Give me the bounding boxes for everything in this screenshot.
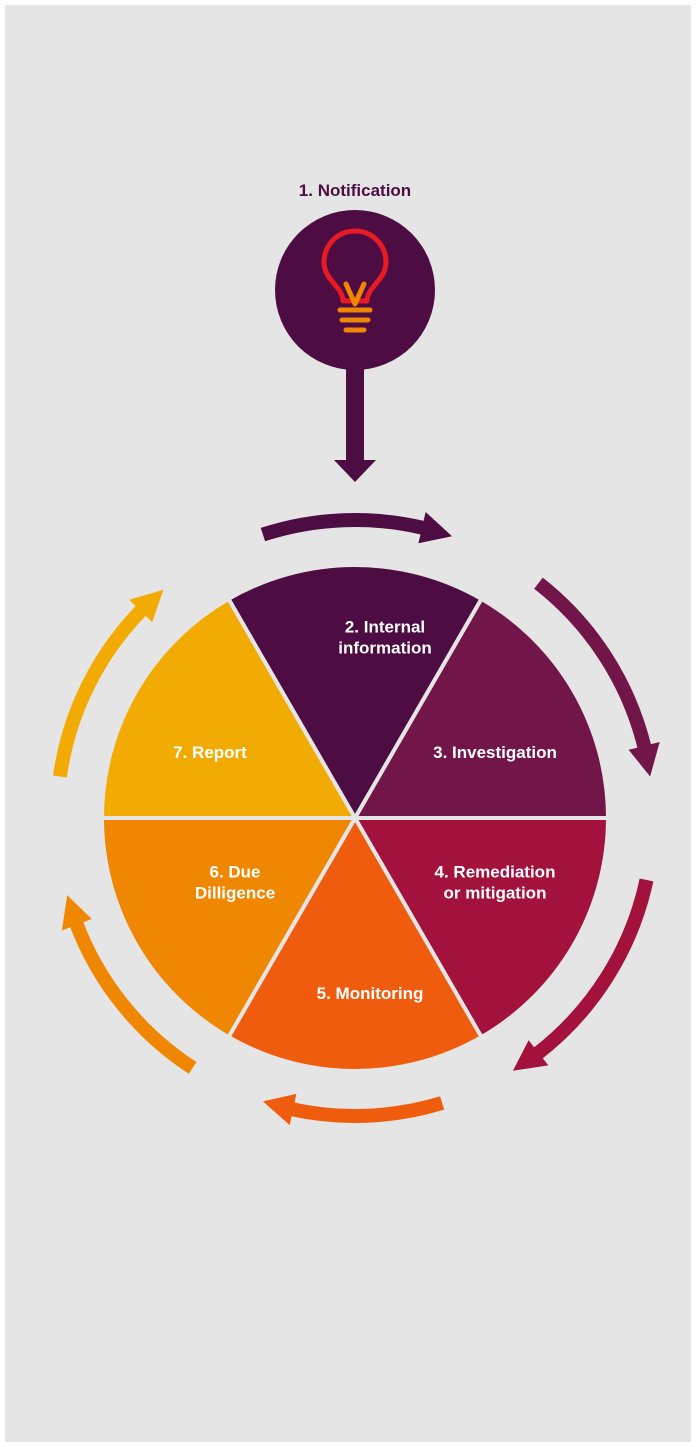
cycle-arrow-head: [129, 589, 164, 623]
cycle-arrow-head: [418, 512, 453, 544]
stage-label-2: 2. Internal information: [338, 618, 432, 658]
stage-label-5: 5. Monitoring: [317, 984, 424, 1003]
stage-label-line: 4. Remediation: [435, 863, 556, 882]
stage-label-line: 6. Due: [209, 863, 260, 882]
stage-slice-2: [226, 563, 484, 820]
cycle-arrow-shaft: [288, 1096, 445, 1123]
notification-circle: [275, 210, 435, 370]
stage-slice-4: [353, 816, 610, 1040]
cycle-arrows: [52, 512, 660, 1126]
cycle-arrow-shaft: [260, 513, 427, 542]
cycle-arrow-shaft: [534, 577, 652, 751]
stage-labels: 2. Internal information 3. Investigation 4.…: [173, 618, 557, 1004]
stage-slice-5: [226, 816, 484, 1073]
cycle-arrow-head: [512, 1040, 549, 1071]
cycle-arrow-shaft: [52, 604, 148, 778]
stage-label-4: 4. Remediation or mitigation: [435, 863, 556, 903]
stage-label-3: 3. Investigation: [433, 743, 557, 762]
stage-label-line: 3. Investigation: [433, 743, 557, 762]
cycle-arrow-head: [262, 1093, 297, 1126]
stage-slice-6: [100, 816, 357, 1040]
cycle-arrow-head: [61, 895, 92, 931]
stage-label-line: or mitigation: [444, 884, 547, 903]
down-arrow: [334, 368, 376, 482]
cycle-arrow-shaft: [532, 878, 654, 1060]
stage-label-7: 7. Report: [173, 743, 247, 762]
stage-label-line: 7. Report: [173, 743, 247, 762]
stage-label-line: 2. Internal: [345, 618, 425, 637]
stage-label-line: information: [338, 639, 432, 658]
process-wheel: [100, 563, 610, 1073]
stage-slice-7: [100, 596, 357, 820]
notification-title: 1. Notification: [299, 181, 411, 200]
cycle-arrow-head: [628, 742, 660, 777]
lightbulb-icon: [321, 228, 389, 333]
stage-label-line: Dilligence: [195, 884, 275, 903]
cycle-arrow-shaft: [69, 919, 197, 1074]
stage-slice-3: [353, 596, 610, 820]
stage-label-line: 5. Monitoring: [317, 984, 424, 1003]
